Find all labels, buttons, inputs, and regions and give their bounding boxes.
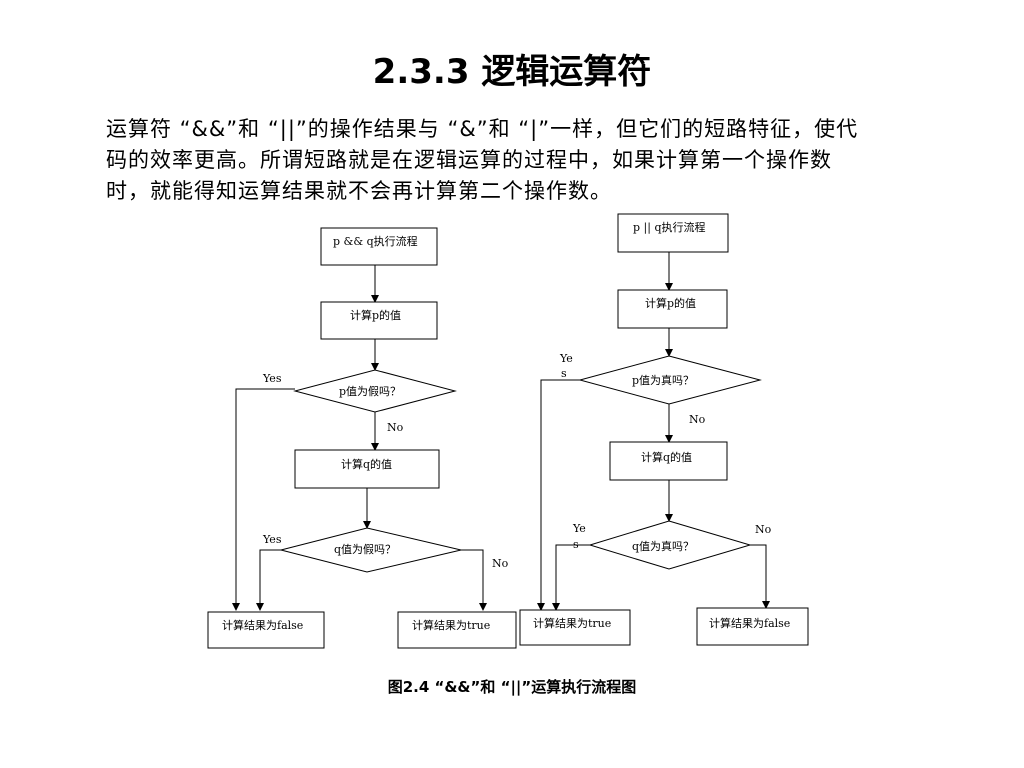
or-no2-connector — [750, 544, 770, 609]
or-calc-q-label: 计算q的值 — [641, 450, 692, 464]
and-start-box — [320, 227, 438, 266]
and-calc-p-label: 计算p的值 — [350, 308, 401, 322]
or-calc-p-label: 计算p的值 — [645, 296, 696, 310]
or-yes2-label: s — [573, 538, 579, 551]
or-no2-label: No — [755, 523, 772, 536]
figure-caption: 图2.4 “&&”和 “||”运算执行流程图 — [387, 678, 637, 696]
and-no1-label: No — [387, 421, 404, 434]
and-no2-label: No — [492, 557, 509, 570]
or-yes1-label: Ye — [559, 352, 573, 365]
paragraph-line: 时，就能得知运算结果就不会再计算第二个操作数。 — [106, 179, 612, 203]
flowchart-and — [207, 227, 517, 649]
or-yes2-label: Ye — [572, 522, 586, 535]
flowchart-or — [519, 213, 809, 646]
and-result-false-label: 计算结果为false — [222, 618, 303, 632]
or-start-box — [617, 213, 729, 253]
description-paragraph: 运算符 “&&”和 “||”的操作结果与 “&”和 “|”一样，但它们的短路特征… — [106, 114, 956, 207]
or-yes1-label: s — [561, 367, 567, 380]
slide-title: 2.3.3 逻辑运算符 — [372, 52, 652, 92]
and-result-true-label: 计算结果为true — [412, 618, 490, 632]
and-cond-q-label: q值为假吗？ — [334, 542, 396, 556]
and-cond-p-label: p值为假吗？ — [339, 384, 401, 398]
and-cond-q-diamond — [280, 527, 462, 573]
or-yes2-connector — [552, 544, 590, 611]
and-start-label: p && q执行流程 — [333, 234, 418, 248]
and-no2-connector — [461, 549, 487, 611]
and-yes2-label: Yes — [262, 533, 282, 546]
and-result-false-box — [207, 611, 325, 649]
or-result-false-box — [696, 607, 809, 646]
and-calc-q-label: 计算q的值 — [341, 457, 392, 471]
or-result-false-label: 计算结果为false — [709, 616, 790, 630]
paragraph-line: 码的效率更高。所谓短路就是在逻辑运算的过程中，如果计算第一个操作数 — [106, 148, 832, 172]
or-cond-p-label: p值为真吗？ — [632, 373, 694, 387]
or-cond-q-diamond — [588, 520, 752, 570]
and-result-true-box — [397, 611, 517, 649]
or-yes-connector — [537, 379, 580, 611]
and-calc-p-box — [320, 301, 438, 340]
or-result-true-box — [519, 609, 631, 646]
or-calc-p-box — [617, 289, 728, 329]
or-start-label: p || q执行流程 — [633, 220, 706, 235]
or-cond-q-label: q值为真吗？ — [632, 539, 694, 553]
and-yes-connector — [232, 388, 295, 611]
or-result-true-label: 计算结果为true — [533, 616, 611, 630]
paragraph-line: 运算符 “&&”和 “||”的操作结果与 “&”和 “|”一样，但它们的短路特征… — [106, 117, 859, 141]
and-yes1-label: Yes — [262, 372, 282, 385]
or-no1-label: No — [689, 413, 706, 426]
and-yes2-connector — [256, 549, 281, 611]
